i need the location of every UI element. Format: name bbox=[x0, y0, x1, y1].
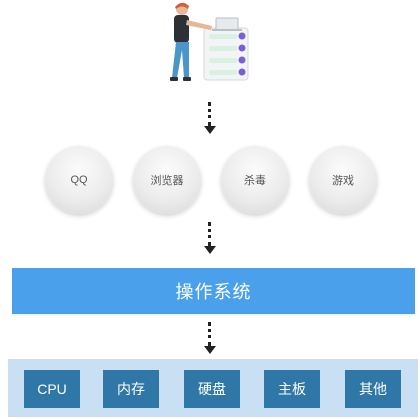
app-qq[interactable]: QQ bbox=[45, 146, 113, 214]
hardware-cpu[interactable]: CPU bbox=[24, 370, 80, 408]
application-layer: QQ 浏览器 杀毒 游戏 bbox=[0, 146, 420, 216]
hardware-memory[interactable]: 内存 bbox=[103, 370, 159, 408]
app-antivirus[interactable]: 杀毒 bbox=[221, 146, 289, 214]
person-server-icon bbox=[170, 2, 249, 81]
app-browser[interactable]: 浏览器 bbox=[133, 146, 201, 214]
hardware-other[interactable]: 其他 bbox=[345, 370, 401, 408]
hardware-motherboard[interactable]: 主板 bbox=[264, 370, 320, 408]
hardware-label: 内存 bbox=[117, 381, 145, 397]
person-server-illustration bbox=[158, 0, 258, 84]
hardware-disk[interactable]: 硬盘 bbox=[184, 370, 240, 408]
app-label: QQ bbox=[70, 174, 88, 186]
os-label: 操作系统 bbox=[175, 282, 252, 302]
hardware-label: CPU bbox=[37, 381, 67, 397]
app-label: 浏览器 bbox=[150, 175, 184, 187]
hardware-layer: CPU 内存 硬盘 主板 其他 bbox=[8, 359, 418, 417]
flow-arrow-middle bbox=[203, 222, 217, 254]
flow-arrow-bottom bbox=[203, 322, 217, 354]
app-label: 游戏 bbox=[332, 175, 354, 187]
app-games[interactable]: 游戏 bbox=[309, 146, 377, 214]
hardware-label: 其他 bbox=[359, 381, 387, 397]
flow-arrow-top bbox=[203, 102, 217, 134]
app-label: 杀毒 bbox=[244, 175, 266, 187]
operating-system-bar[interactable]: 操作系统 bbox=[12, 268, 415, 314]
hardware-label: 主板 bbox=[278, 381, 306, 397]
hardware-label: 硬盘 bbox=[198, 381, 226, 397]
